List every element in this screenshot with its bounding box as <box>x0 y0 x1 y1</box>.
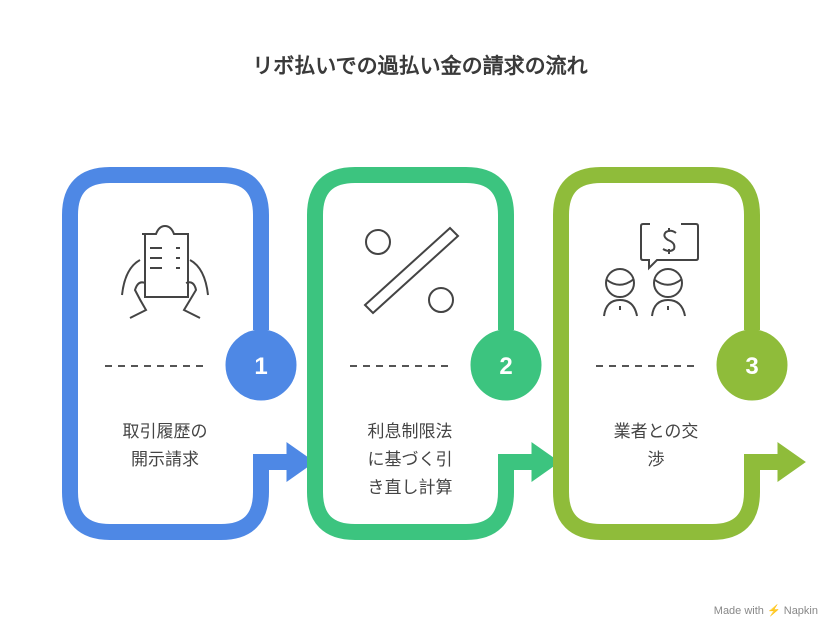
step-1-number: 1 <box>254 353 267 380</box>
step-3-label: 業者との交 渉 <box>571 418 741 474</box>
step-2-label-line: に基づく引 <box>367 450 453 470</box>
credit-prefix: Made with <box>713 605 764 617</box>
negotiation-icon <box>603 223 699 317</box>
napkin-credit[interactable]: Made with ⚡ Napkin <box>714 604 818 617</box>
step-1-label-line: 開示請求 <box>131 450 199 470</box>
step-3-label-line: 業者との交 <box>613 422 699 442</box>
step-1-label-line: 取引履歴の <box>122 422 208 442</box>
step-3-card: 3 <box>561 175 805 532</box>
diagram-title: リボ払いでの過払い金の請求の流れ <box>252 54 588 78</box>
percent-icon <box>363 226 460 315</box>
step-2-number: 2 <box>499 353 512 380</box>
step-3-number: 3 <box>745 353 758 380</box>
hands-holding-document-icon <box>121 224 209 319</box>
step-2-label-line: き直し計算 <box>367 478 453 498</box>
credit-brand: Napkin <box>783 605 818 617</box>
step-2-label: 利息制限法 に基づく引 き直し計算 <box>325 418 495 502</box>
step-3-label-line: 渉 <box>647 450 665 470</box>
napkin-logo-icon: ⚡ <box>766 605 781 617</box>
step-1-label: 取引履歴の 開示請求 <box>80 418 250 474</box>
step-1-card: 1 <box>70 175 314 532</box>
step-2-card: 2 <box>315 175 559 532</box>
step-2-label-line: 利息制限法 <box>367 422 453 442</box>
